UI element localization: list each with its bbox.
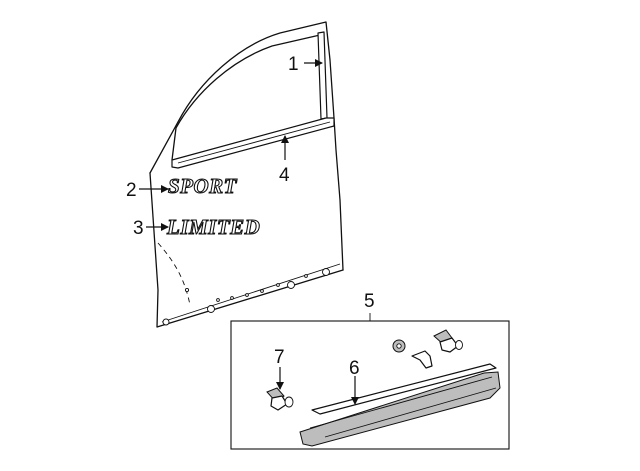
- part-1-window-channel: [317, 31, 328, 120]
- kit-fasteners: [392, 329, 463, 369]
- callout-3: 3: [133, 218, 144, 239]
- door-bottom-flange: [161, 263, 341, 323]
- door-mounting-holes: [162, 268, 330, 326]
- callout-1: 1: [288, 54, 299, 75]
- door-lower-edge: [149, 172, 344, 328]
- door-window-frame-inner: [171, 34, 327, 161]
- part-6-rocker-moulding: [299, 363, 501, 447]
- part-7-clip: [266, 387, 294, 411]
- callout-6: 6: [349, 358, 360, 379]
- callout-4: 4: [279, 165, 290, 186]
- door-contour-line: [157, 242, 191, 306]
- sport-emblem: SPORT: [168, 174, 238, 198]
- limited-emblem: LIMITED: [166, 215, 260, 239]
- door-window-frame-outer: [149, 21, 344, 271]
- callout-2: 2: [126, 180, 137, 201]
- front-door: [149, 21, 344, 328]
- callout-5: 5: [364, 291, 375, 312]
- callout-leaders: [139, 59, 359, 405]
- callout-7: 7: [274, 347, 285, 368]
